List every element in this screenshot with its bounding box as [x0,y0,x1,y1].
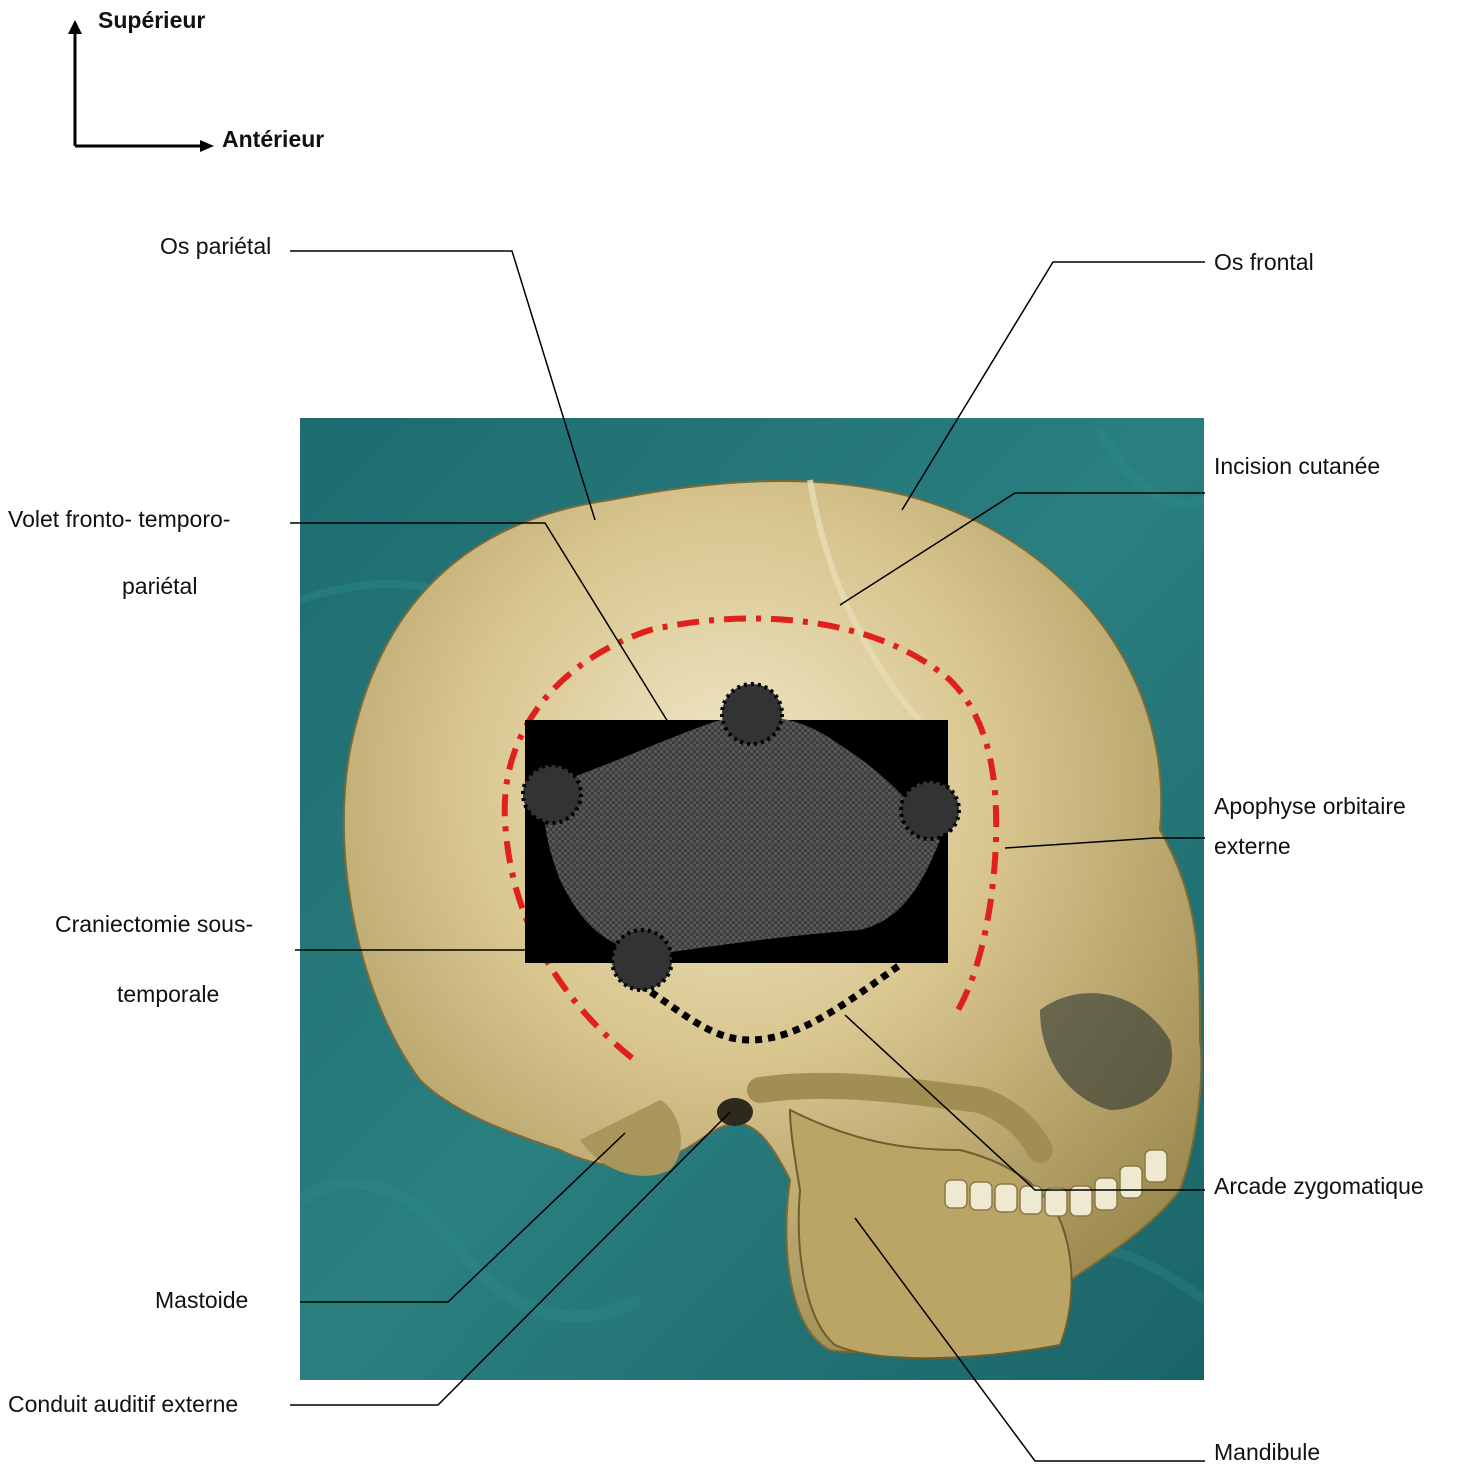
label-craniectomie-line2: temporale [117,980,219,1008]
burr-hole-inferior [612,930,672,990]
label-os-frontal: Os frontal [1214,248,1314,276]
orientation-anterior-label: Antérieur [222,125,324,153]
label-craniectomie-line1: Craniectomie sous- [55,910,253,938]
label-os-parietal: Os pariétal [160,232,271,260]
orientation-indicator [68,20,214,152]
label-arcade-zygomatique: Arcade zygomatique [1214,1172,1424,1200]
label-volet-line1: Volet fronto- temporo- [8,505,230,533]
arrow-right-icon [200,140,214,152]
skull-photo [300,418,1204,1380]
label-mastoide: Mastoide [155,1286,248,1314]
ear-canal-shape [717,1098,753,1126]
label-apophyse-line1: Apophyse orbitaire [1214,792,1406,820]
burr-hole-top [722,684,782,744]
label-conduit-auditif: Conduit auditif externe [8,1390,238,1418]
burr-hole-posterior [523,765,581,823]
label-mandibule: Mandibule [1214,1438,1320,1466]
orientation-superior-label: Supérieur [98,6,205,34]
label-apophyse-line2: externe [1214,832,1291,860]
label-volet-line2: pariétal [122,572,197,600]
arrow-up-icon [68,20,82,34]
burr-hole-anterior [901,781,959,839]
label-incision-cutanee: Incision cutanée [1214,452,1380,480]
